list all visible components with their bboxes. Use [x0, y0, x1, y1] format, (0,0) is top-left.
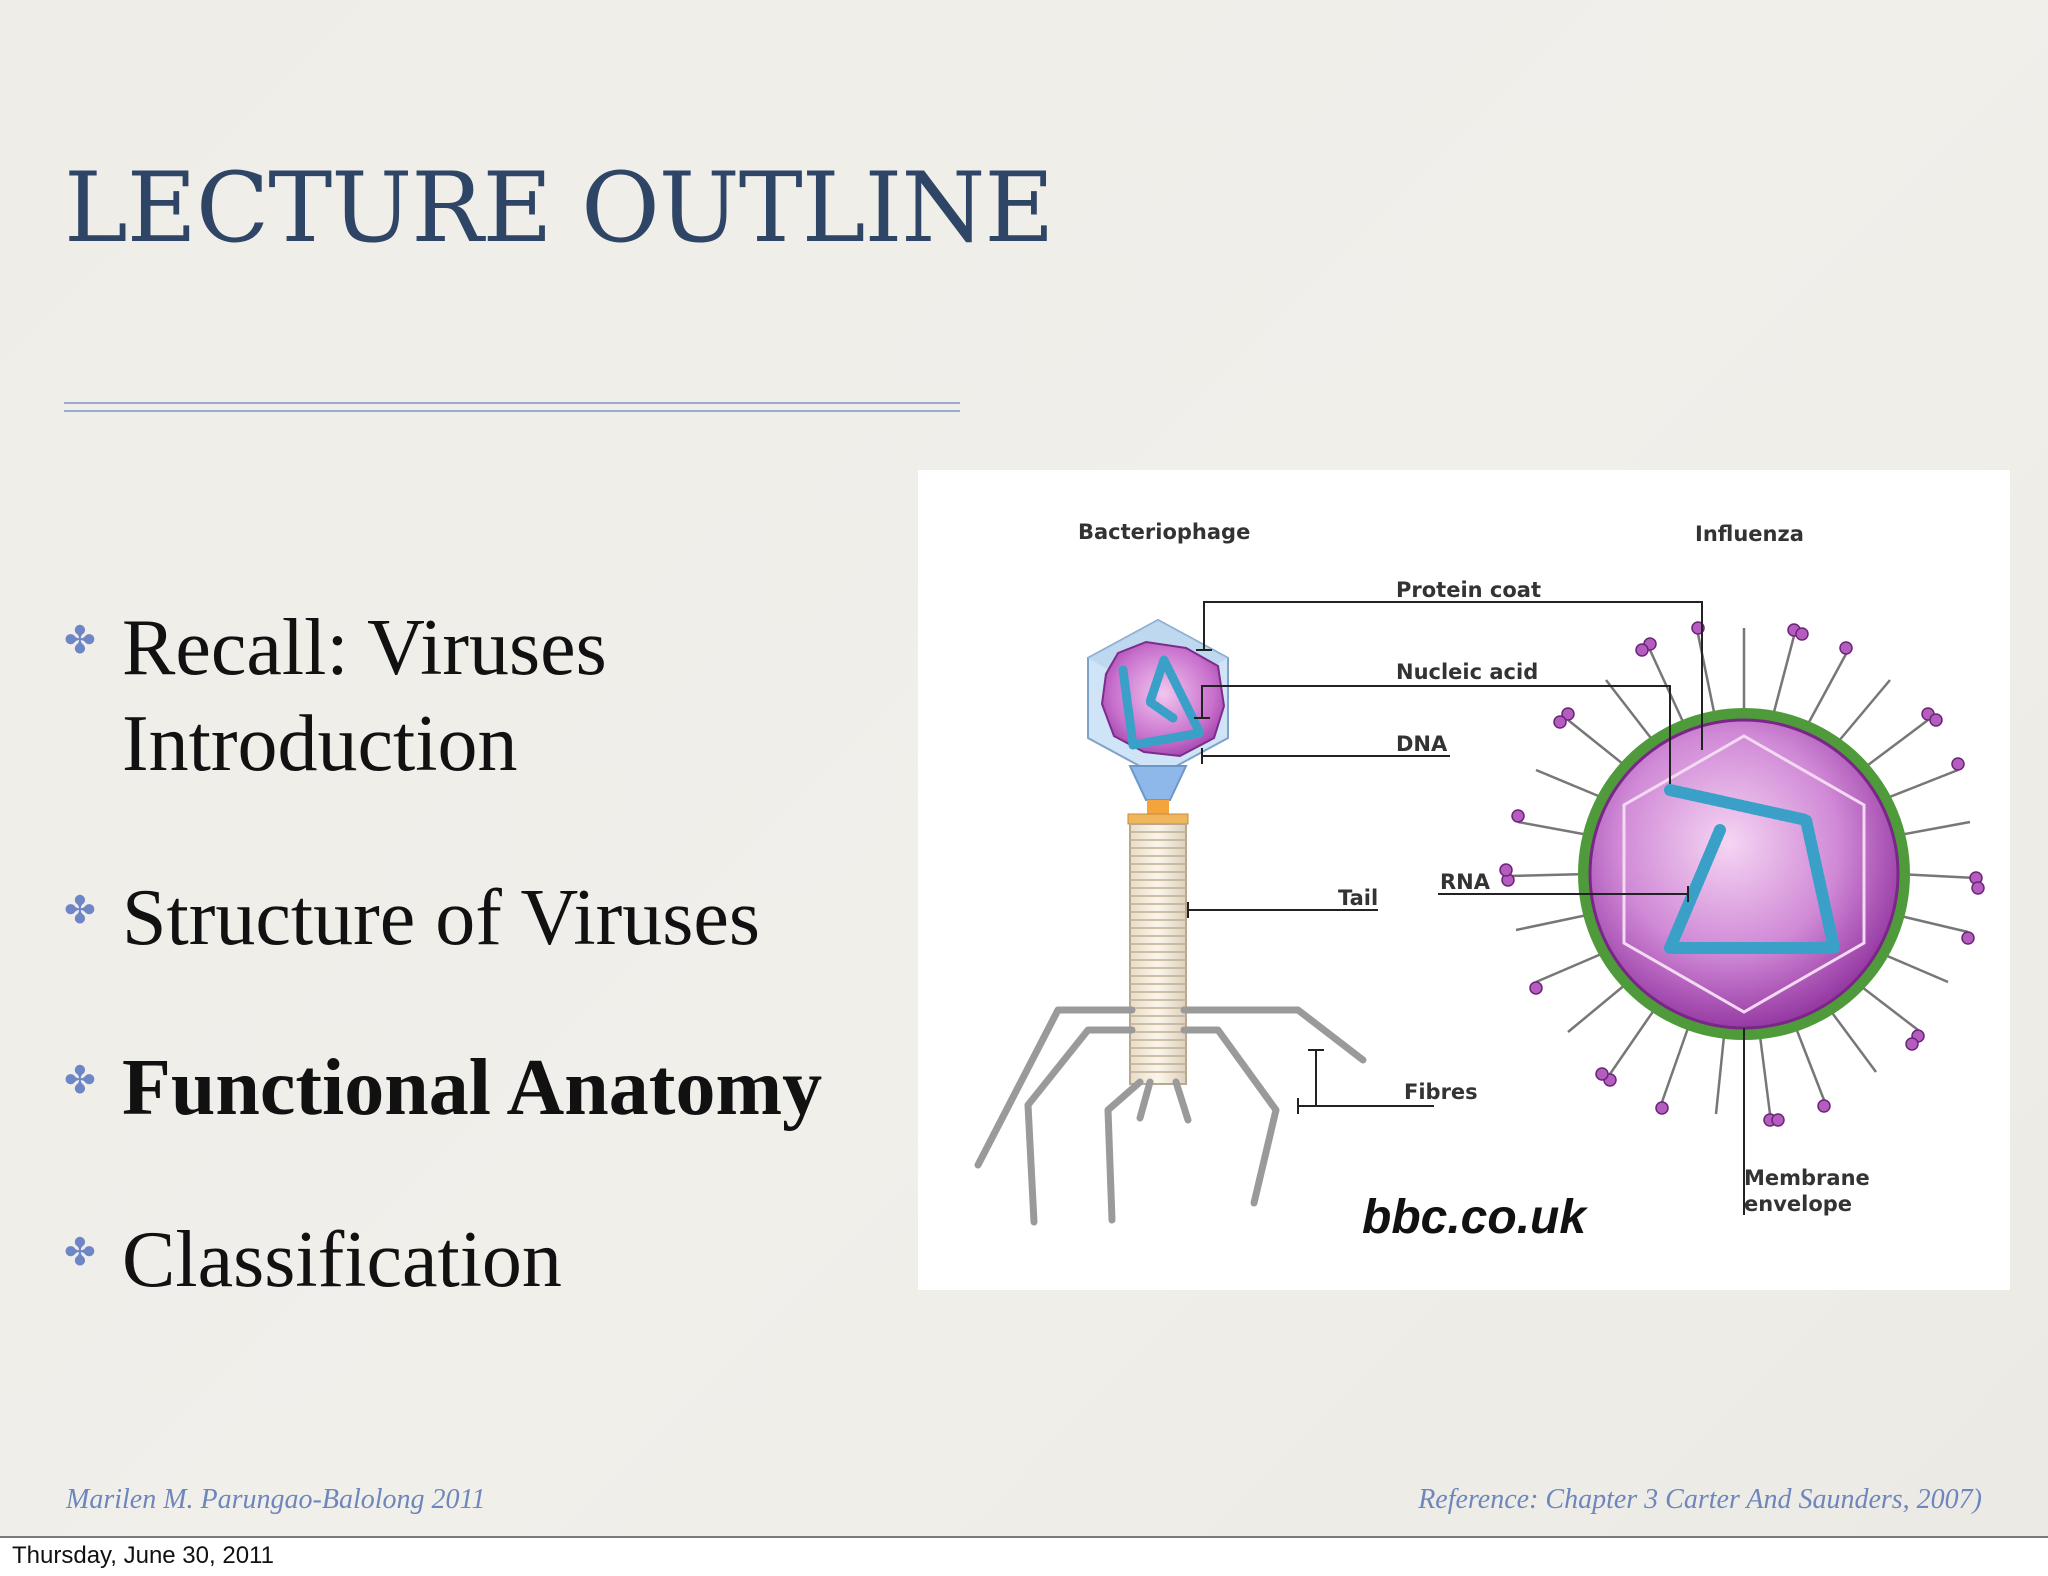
slide: LECTURE OUTLINE ✤ Recall: Viruses Introd…: [0, 0, 2048, 1538]
footer-author: Marilen M. Parungao-Balolong 2011: [66, 1484, 486, 1515]
label-rna: RNA: [1440, 870, 1490, 894]
flower-bullet-icon: ✤: [64, 1060, 96, 1102]
bullet-text: Structure of Viruses: [122, 874, 761, 962]
bullet-text-emphasized: Functional Anatomy: [122, 1044, 823, 1132]
label-bacteriophage: Bacteriophage: [1078, 520, 1251, 544]
label-nucleic-acid: Nucleic acid: [1396, 660, 1539, 684]
title-rule-bottom: [64, 410, 960, 412]
flower-bullet-icon: ✤: [64, 620, 96, 662]
footer-reference: Reference: Chapter 3 Carter And Saunders…: [1418, 1484, 1982, 1515]
label-influenza: Influenza: [1695, 522, 1804, 546]
bullet-text-continued: Introduction: [122, 700, 518, 788]
tail-fibres: [974, 1006, 1367, 1226]
bacteriophage-illustration: [974, 618, 1367, 1226]
bullet-item: ✤ Structure of Viruses: [64, 870, 760, 966]
label-fibres: Fibres: [1404, 1080, 1478, 1104]
leader-lines: [1187, 601, 1745, 1215]
flower-bullet-icon: ✤: [64, 890, 96, 932]
label-membrane: Membrane: [1744, 1166, 1870, 1190]
bullet-item: ✤ Classification: [64, 1212, 562, 1308]
title-rule-top: [64, 402, 960, 404]
print-date: Thursday, June 30, 2011: [12, 1542, 274, 1569]
influenza-illustration: [1499, 621, 1985, 1127]
bullet-item: ✤ Recall: Viruses Introduction: [64, 600, 607, 792]
bullet-text: Classification: [122, 1216, 562, 1304]
bullet-text: Recall: Viruses: [122, 604, 607, 692]
label-envelope: envelope: [1744, 1192, 1853, 1216]
image-credit: bbc.co.uk: [1362, 1191, 1587, 1244]
bullet-item: ✤ Functional Anatomy: [64, 1040, 822, 1136]
label-dna: DNA: [1396, 732, 1448, 756]
virus-diagram: Bacteriophage Influenza Protein coat Nuc…: [918, 470, 2010, 1290]
envelope-spikes: [1507, 628, 1977, 1115]
flower-bullet-icon: ✤: [64, 1232, 96, 1274]
label-tail: Tail: [1338, 886, 1379, 910]
tail-rings: [1130, 831, 1186, 1073]
slide-title: LECTURE OUTLINE: [64, 152, 1054, 264]
hemagglutinin-knobs: [1499, 621, 1985, 1127]
label-protein-coat: Protein coat: [1396, 578, 1542, 602]
virus-diagram-graphic: [974, 601, 1985, 1226]
